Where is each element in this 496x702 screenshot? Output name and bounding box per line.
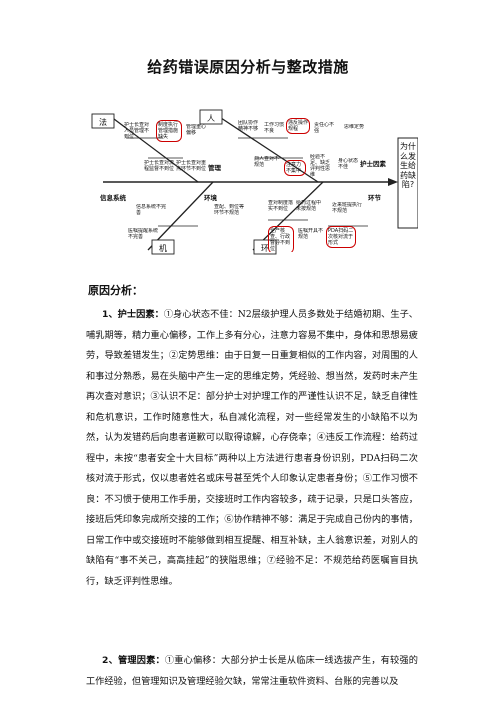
- cause-text: 查对制度落实不到位: [268, 200, 294, 212]
- cause-text: 给药过程中未按规范: [296, 200, 322, 212]
- fishbone-head-text: 为什么发生给药缺陷?: [400, 142, 416, 189]
- paragraph-nurse-factors: 1、护士因素：①身心状态不佳：N2层级护理人员多数处于结婚初期、生子、哺乳期等，…: [86, 305, 418, 592]
- cause-text: 身心状态不佳: [338, 158, 359, 170]
- cause-text: 查配、到位等环节不规范: [214, 204, 244, 216]
- cause-text: 管理重心偏移: [186, 124, 207, 136]
- cause-text: PDA扫码二次核对流于形式: [326, 226, 356, 248]
- cause-text: 团队协作精神不够: [238, 120, 259, 132]
- rib-huan: [252, 181, 324, 251]
- cause-text: 护士长查对重点环节不到位: [176, 160, 206, 172]
- fishbone-diagram: 法 人 机 环 为什么发生给药缺陷? 护士因素 管理 信息系统 环境 环节 护士…: [88, 108, 418, 258]
- cause-text: 违反操作规程: [286, 118, 310, 134]
- branch-management: 管理: [208, 163, 222, 172]
- branch-env-right: 环节: [368, 193, 382, 202]
- paragraph-text: ①身心状态不佳：N2层级护理人员多数处于结婚初期、生子、哺乳期等，精力重心偏移，…: [86, 309, 418, 587]
- cause-text: 近来班提执行不规范: [332, 202, 363, 214]
- section-label: 原因分析：: [88, 284, 143, 297]
- cause-text: 制度执行管理措施缺失: [156, 120, 182, 142]
- category-box-fa: [91, 113, 115, 129]
- fishbone-head-box: [397, 137, 418, 229]
- cause-text: 护士长查对流程监督不到位: [144, 160, 174, 172]
- branch-nurse: 护士因素: [360, 159, 387, 168]
- cause-text: 经验不足、缺乏评判性思维: [310, 154, 331, 178]
- category-fa: 法: [99, 117, 107, 127]
- cause-text: 工作习惯不良: [264, 122, 285, 134]
- cause-text: 责任心不强: [314, 122, 335, 134]
- cause-text: 思维定势: [344, 124, 365, 130]
- category-box-ji: [151, 239, 175, 255]
- rib-ji: [147, 181, 214, 251]
- category-huan: 环: [261, 244, 269, 253]
- category-box-ren: [199, 109, 223, 125]
- branch-info: 信息系统: [100, 193, 127, 202]
- category-ji: 机: [159, 243, 167, 253]
- cause-text: 护士长查对人员管理不到位: [124, 122, 150, 140]
- page-title: 给药错误原因分析与整改措施: [147, 58, 349, 76]
- paragraph-text: ①重心偏移：大部分护士长是从临床一线选拔产生，有较强的工作经验，但管理知识及管理…: [86, 655, 418, 687]
- paragraph-heading: 2、管理因素：: [102, 655, 165, 666]
- cause-text: 信息系统不完善: [136, 204, 166, 216]
- paragraph-management-factors: 2、管理因素：①重心偏移：大部分护士长是从临床一线选拔产生，有较强的工作经验，但…: [86, 651, 418, 692]
- branch-environment: 环境: [204, 193, 218, 202]
- spine-arrow: [388, 178, 398, 186]
- paragraph-heading: 1、护士因素：: [102, 309, 164, 320]
- cause-text: 医嘱提醒系统不完善: [128, 228, 158, 240]
- cause-text: 病人查对不规范: [254, 156, 280, 168]
- fishbone-svg: 法 人 机 环 为什么发生给药缺陷? 护士因素 管理 信息系统 环境 环节 护士…: [91, 109, 418, 255]
- cause-text: 医嘱开具不规范: [298, 228, 324, 240]
- cause-text: 注意力不集中: [284, 160, 306, 176]
- rib-fa: [109, 115, 199, 183]
- category-ren: 人: [207, 114, 215, 123]
- cause-text: 全产核查、行政督导不到位: [268, 226, 294, 252]
